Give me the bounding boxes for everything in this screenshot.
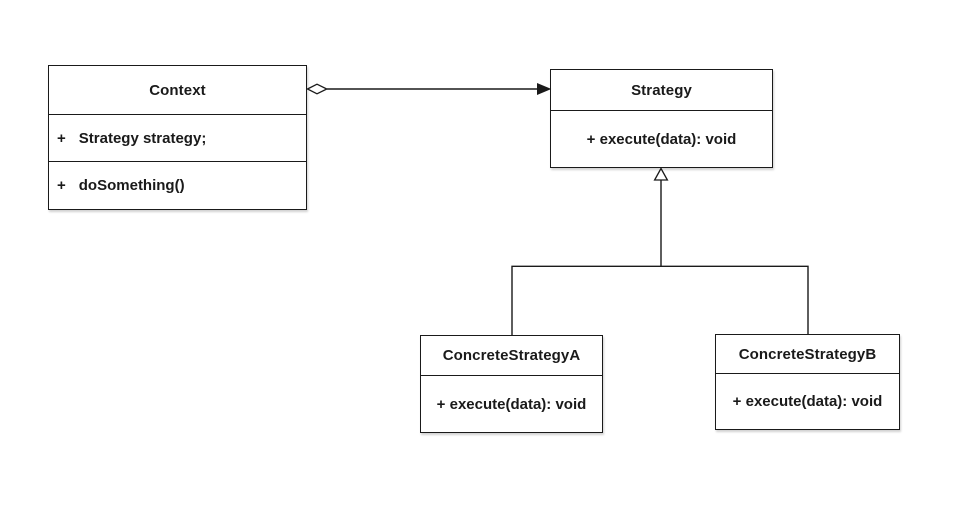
class-concrete-strategy-b-method-row: + execute(data): void: [716, 373, 899, 429]
class-concrete-strategy-a-method-row: + execute(data): void: [421, 375, 602, 432]
generalization-edges: [511, 167, 809, 335]
class-strategy: Strategy + execute(data): void: [550, 69, 773, 168]
generalization-branch-lines: [511, 265, 809, 335]
aggregation-diamond-marker: [306, 83, 329, 95]
method-text: + execute(data): void: [732, 393, 883, 410]
association-arrowhead-marker: [537, 83, 552, 95]
class-context-method-row: + doSomething(): [49, 161, 306, 209]
aggregation-edge-context-strategy: [306, 83, 552, 95]
class-concrete-strategy-b-title: ConcreteStrategyB: [738, 345, 877, 363]
class-concrete-strategy-a-title: ConcreteStrategyA: [442, 347, 581, 364]
generalization-triangle-marker: [653, 167, 669, 181]
class-context-title: Context: [149, 81, 206, 99]
class-concrete-strategy-b: ConcreteStrategyB + execute(data): void: [715, 334, 900, 430]
attribute-text: Strategy strategy;: [78, 129, 207, 147]
class-concrete-strategy-a: ConcreteStrategyA + execute(data): void: [420, 335, 603, 433]
method-text: + execute(data): void: [586, 130, 737, 148]
class-context-attribute-row: + Strategy strategy;: [49, 114, 306, 161]
method-text: doSomething(): [78, 177, 185, 194]
visibility-plus-sign: +: [57, 129, 66, 147]
class-context: Context + Strategy strategy; + doSomethi…: [48, 65, 307, 210]
class-strategy-method-row: + execute(data): void: [551, 110, 772, 167]
class-strategy-title: Strategy: [631, 81, 692, 99]
visibility-plus-sign: +: [57, 177, 66, 194]
method-text: + execute(data): void: [436, 395, 587, 413]
